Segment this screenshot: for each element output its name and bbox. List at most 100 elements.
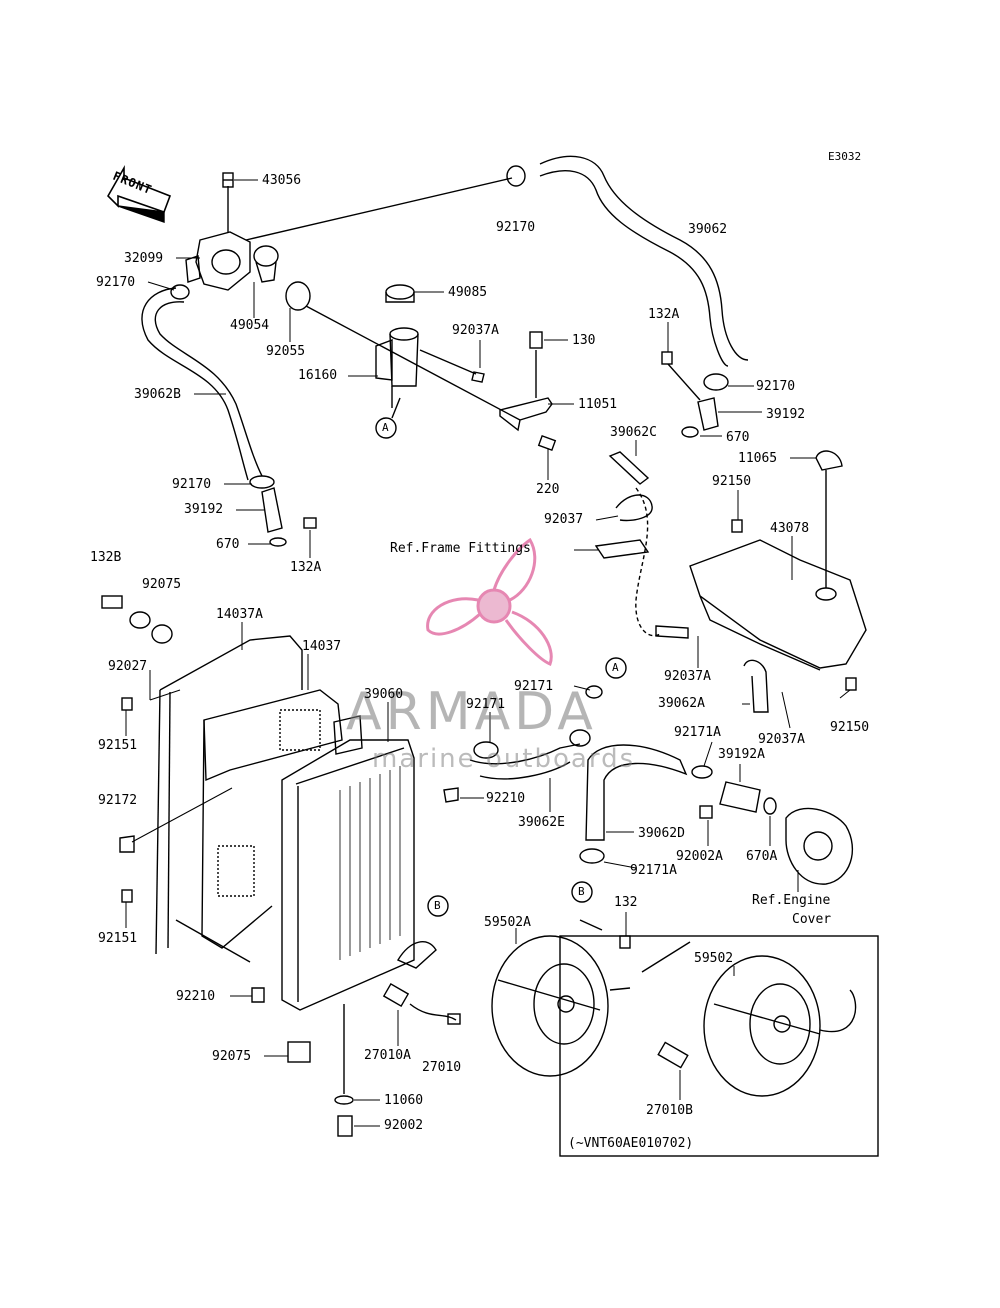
part-label[interactable]: 92150 bbox=[830, 720, 870, 735]
part-label[interactable]: 92210 bbox=[176, 989, 216, 1004]
reservoir-cap-11065 bbox=[815, 450, 843, 471]
fan-59502a bbox=[491, 919, 631, 1077]
part-label[interactable]: 27010 bbox=[422, 1060, 462, 1075]
part-label[interactable]: 92172 bbox=[98, 793, 138, 808]
part-label[interactable]: 39062 bbox=[688, 222, 728, 237]
part-label[interactable]: 92210 bbox=[486, 791, 526, 806]
part-label[interactable]: 27010A bbox=[364, 1048, 411, 1063]
inset-box bbox=[559, 935, 879, 1157]
part-label[interactable]: 92170 bbox=[96, 275, 136, 290]
inset-note: (~VNT60AE010702) bbox=[568, 1136, 694, 1151]
part-label[interactable]: 92037A bbox=[452, 323, 499, 338]
part-label[interactable]: 92170 bbox=[172, 477, 212, 492]
part-label[interactable]: 92002A bbox=[676, 849, 723, 864]
pipe-39192a bbox=[719, 781, 761, 813]
callout-b: B bbox=[578, 885, 585, 898]
hose-39062d bbox=[585, 744, 688, 841]
part-label[interactable]: 59502A bbox=[484, 915, 531, 930]
drain-bolt-92002 bbox=[337, 1115, 353, 1137]
thermostat-49054 bbox=[253, 245, 279, 283]
bolt-132 bbox=[619, 935, 631, 949]
part-label[interactable]: 92075 bbox=[212, 1049, 252, 1064]
clip-92210-bot bbox=[251, 987, 265, 1003]
grommet-92075-bot bbox=[287, 1041, 311, 1063]
part-label[interactable]: 132A bbox=[290, 560, 322, 575]
sensor-27010 bbox=[382, 982, 461, 1025]
part-label[interactable]: 92075 bbox=[142, 577, 182, 592]
part-label[interactable]: 670 bbox=[216, 537, 240, 552]
part-label[interactable]: 132 bbox=[614, 895, 638, 910]
part-label[interactable]: 92037A bbox=[758, 732, 805, 747]
oring-670-right bbox=[681, 426, 699, 438]
part-label[interactable]: 670A bbox=[746, 849, 778, 864]
part-label[interactable]: 92171 bbox=[514, 679, 554, 694]
part-label[interactable]: 132B bbox=[90, 550, 122, 565]
clamp-92171-b bbox=[569, 729, 591, 747]
part-label[interactable]: 39062D bbox=[638, 826, 685, 841]
hose-39062b bbox=[141, 287, 263, 481]
part-label[interactable]: 670 bbox=[726, 430, 750, 445]
part-label[interactable]: 49085 bbox=[448, 285, 488, 300]
clip-92210-mid bbox=[443, 787, 459, 803]
part-label[interactable]: 16160 bbox=[298, 368, 338, 383]
part-label[interactable]: 92171A bbox=[630, 863, 677, 878]
part-label[interactable]: 11051 bbox=[578, 397, 618, 412]
radiator-cap-49085 bbox=[385, 284, 415, 303]
part-label[interactable]: 92002 bbox=[384, 1118, 424, 1133]
part-label[interactable]: 14037A bbox=[216, 607, 263, 622]
callout-b: B bbox=[434, 899, 441, 912]
fitting-39192-right bbox=[697, 397, 719, 431]
oring-670a bbox=[763, 797, 777, 815]
part-label[interactable]: 49054 bbox=[230, 318, 270, 333]
bolt-92151-top bbox=[121, 697, 133, 711]
ref-engine-label[interactable]: Ref.Engine bbox=[752, 893, 831, 908]
part-label[interactable]: 39192A bbox=[718, 747, 765, 762]
part-label[interactable]: 92055 bbox=[266, 344, 306, 359]
part-label[interactable]: 11065 bbox=[738, 451, 778, 466]
part-label[interactable]: 27010B bbox=[646, 1103, 693, 1118]
part-label[interactable]: 11060 bbox=[384, 1093, 424, 1108]
reservoir-tank-43078 bbox=[689, 470, 867, 671]
part-label[interactable]: 92037A bbox=[664, 669, 711, 684]
part-label[interactable]: 39062E bbox=[518, 815, 565, 830]
part-label[interactable]: 32099 bbox=[124, 251, 164, 266]
part-label[interactable]: 39062A bbox=[658, 696, 705, 711]
part-label[interactable]: 220 bbox=[536, 482, 560, 497]
part-label[interactable]: 59502 bbox=[694, 951, 734, 966]
part-label[interactable]: 92151 bbox=[98, 738, 138, 753]
part-label[interactable]: 43078 bbox=[770, 521, 810, 536]
ref-frame-label[interactable]: Ref.Frame Fittings bbox=[390, 541, 531, 556]
part-label[interactable]: 92171A bbox=[674, 725, 721, 740]
oring-670-left bbox=[269, 537, 287, 547]
part-label[interactable]: 43056 bbox=[262, 173, 302, 188]
bolt-92172 bbox=[119, 835, 135, 853]
part-label[interactable]: 92170 bbox=[756, 379, 796, 394]
part-label[interactable]: 130 bbox=[572, 333, 596, 348]
hose-39062a bbox=[743, 659, 769, 713]
oring-92055 bbox=[285, 281, 311, 311]
ref-engine-label-2[interactable]: Cover bbox=[792, 912, 832, 927]
diagram-code: E3032 bbox=[828, 150, 862, 163]
clamp-92170-right bbox=[703, 373, 729, 391]
part-label[interactable]: 39062C bbox=[610, 425, 657, 440]
part-label[interactable]: 39192 bbox=[766, 407, 806, 422]
clamp-92171a-bot bbox=[579, 848, 605, 864]
part-label[interactable]: 92170 bbox=[496, 220, 536, 235]
part-label[interactable]: 92037 bbox=[544, 512, 584, 527]
part-label[interactable]: 14037 bbox=[302, 639, 342, 654]
part-label[interactable]: 92150 bbox=[712, 474, 752, 489]
part-label[interactable]: 39060 bbox=[364, 687, 404, 702]
part-label[interactable]: 39062B bbox=[134, 387, 181, 402]
part-label[interactable]: 132A bbox=[648, 307, 680, 322]
shroud-14037a bbox=[155, 635, 303, 963]
shroud-14037 bbox=[201, 689, 343, 949]
part-label[interactable]: 92027 bbox=[108, 659, 148, 674]
part-label[interactable]: 92151 bbox=[98, 931, 138, 946]
part-label[interactable]: 92171 bbox=[466, 697, 506, 712]
engine-cover bbox=[785, 807, 854, 885]
bolt-43056 bbox=[222, 172, 234, 188]
bolt-132a-right bbox=[661, 351, 673, 365]
part-label[interactable]: 39192 bbox=[184, 502, 224, 517]
frame-fitting bbox=[594, 539, 650, 559]
